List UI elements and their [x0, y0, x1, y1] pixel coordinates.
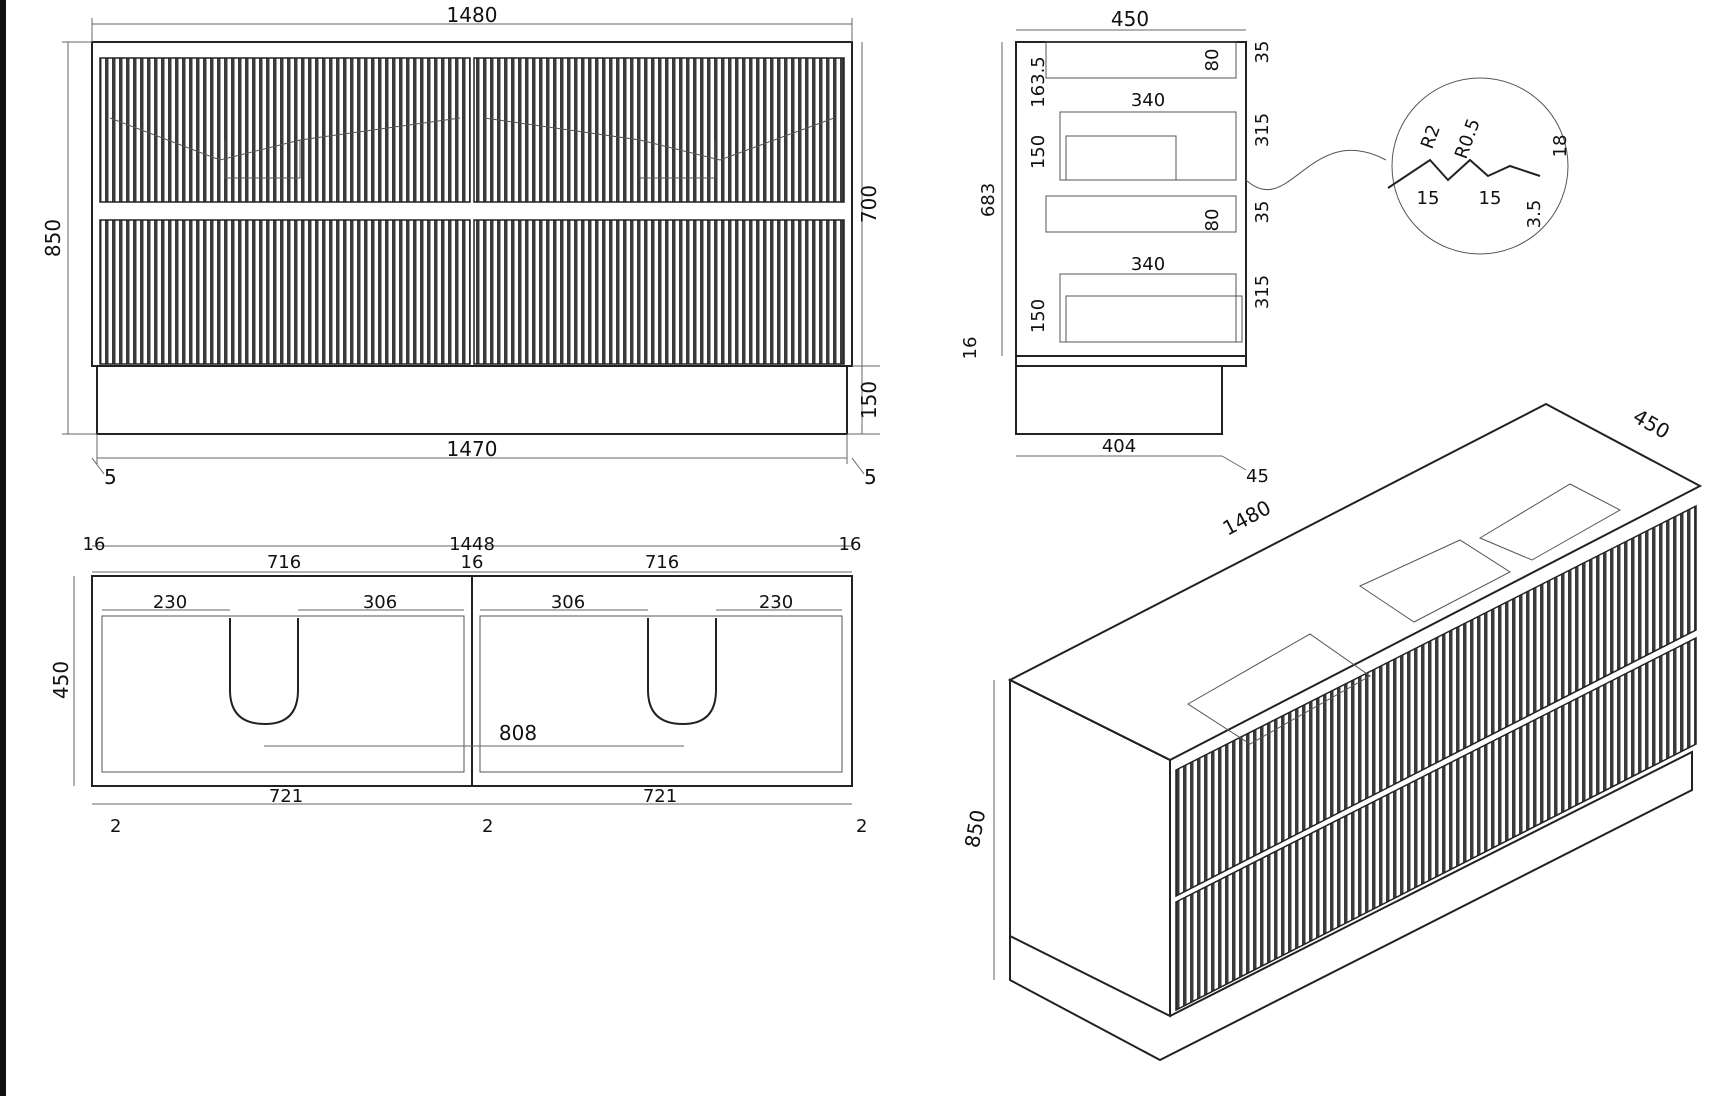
iso-drawer-upper: [1175, 504, 1697, 898]
cutout-right: [647, 618, 717, 726]
dim-gap-left: 2: [110, 816, 121, 837]
dim-right-cutout-offset: 306: [551, 592, 585, 613]
hidden-basin-left: [109, 117, 461, 179]
groove-profile: [1387, 158, 1541, 189]
drawer-front-top-left: [99, 57, 471, 203]
dim-left-edge-offset: 230: [153, 592, 187, 613]
side-drawer-upper: [1059, 111, 1237, 181]
iso-drawer-lower: [1175, 636, 1697, 1012]
dim-radius-outer: R2: [1417, 122, 1445, 152]
side-plinth: [1015, 365, 1223, 435]
detail-leader: [1245, 149, 1387, 191]
top-bay-right: [479, 615, 843, 773]
drawer-front-bottom-left: [99, 219, 471, 365]
dim-left-cutout-offset: 306: [363, 592, 397, 613]
dim-left-inset: 5: [104, 465, 117, 489]
dim-front-width-left: 721: [269, 786, 303, 807]
dim-front-width: 1480: [447, 3, 498, 27]
dim-gap-right: 2: [856, 816, 867, 837]
side-drawer-box-upper: [1065, 135, 1177, 181]
dim-iso-depth: 450: [1629, 404, 1674, 444]
dim-groove-pitch-a: 15: [1417, 188, 1440, 209]
dim-mid-gap: 35: [1252, 201, 1273, 224]
dim-right-edge-offset: 230: [759, 592, 793, 613]
cutout-left: [229, 618, 299, 726]
front-view: 1480 850 700 150 1470 5 5: [41, 3, 881, 489]
dim-drawer-front-lower: 315: [1252, 275, 1273, 309]
front-plinth: [96, 365, 848, 435]
dim-groove-depth: 3.5: [1524, 200, 1545, 229]
dim-drawer-box-upper: 150: [1028, 135, 1049, 169]
dim-right-inset: 5: [864, 465, 877, 489]
top-bay-left: [101, 615, 465, 773]
side-top-rail: [1045, 41, 1237, 79]
dim-drawer-height: 700: [857, 185, 881, 223]
dim-plinth-depth: 404: [1102, 436, 1136, 457]
dim-plinth-setback: 45: [1246, 466, 1269, 487]
dim-drawer-depth-upper: 340: [1131, 90, 1165, 111]
dim-bay-width-left: 716: [267, 552, 301, 573]
iso-inner-box-3: [1478, 483, 1622, 561]
dim-drawer-depth-lower: 340: [1131, 254, 1165, 275]
dim-drawer-box-lower: 150: [1028, 299, 1049, 333]
dim-front-height: 850: [41, 219, 65, 257]
dim-iso-height: 850: [960, 808, 990, 850]
drawer-front-bottom-right: [473, 219, 845, 365]
sheet-edge: [0, 0, 6, 1096]
dim-board-thickness: 18: [1550, 135, 1571, 158]
dim-top-offset: 163.5: [1028, 56, 1049, 108]
iso-view: 1480 450 850: [960, 402, 1703, 1062]
detail-circle: [1391, 77, 1569, 255]
iso-inner-box-2: [1358, 539, 1511, 623]
top-view: 1448 16 16 16 716 716 230 306 306 230 45…: [49, 534, 867, 837]
dim-iso-width: 1480: [1219, 495, 1275, 540]
profile-detail: R2 R0.5 15 15 3.5 18: [1245, 77, 1571, 255]
side-drawer-lower: [1059, 273, 1237, 343]
dim-groove-pitch-b: 15: [1479, 188, 1502, 209]
dim-top-rail: 80: [1202, 49, 1223, 72]
iso-inner-box-1: [1187, 633, 1371, 745]
dim-bottom-board: 16: [960, 337, 981, 360]
hidden-basin-right: [483, 117, 835, 179]
dim-mid-rail: 80: [1202, 209, 1223, 232]
dim-top-depth: 450: [49, 661, 73, 699]
dim-top-gap: 35: [1252, 41, 1273, 64]
dim-drawer-front-upper: 315: [1252, 113, 1273, 147]
iso-plinth: [1009, 750, 1693, 1062]
iso-side-panel: [1009, 678, 1171, 1018]
dim-plinth-height: 150: [857, 381, 881, 419]
dim-left-panel: 16: [83, 534, 106, 555]
side-view: 450 35 80 163.5 340 315 150 683 35 80 34…: [960, 7, 1273, 487]
dim-bay-width-right: 716: [645, 552, 679, 573]
dim-plinth-width: 1470: [447, 437, 498, 461]
drawer-front-top-right: [473, 57, 845, 203]
side-drawer-box-lower: [1065, 295, 1243, 343]
dim-front-width-right: 721: [643, 786, 677, 807]
dim-right-panel: 16: [839, 534, 862, 555]
dim-top-inner-width: 1448: [449, 534, 495, 555]
dim-carcass-height: 683: [978, 183, 999, 217]
dim-side-depth: 450: [1111, 7, 1149, 31]
dim-radius-inner: R0.5: [1451, 116, 1485, 162]
dim-gap-center: 2: [482, 816, 493, 837]
side-mid-rail: [1045, 195, 1237, 233]
dim-cutout-spacing: 808: [499, 721, 537, 745]
dim-center-panel: 16: [461, 552, 484, 573]
